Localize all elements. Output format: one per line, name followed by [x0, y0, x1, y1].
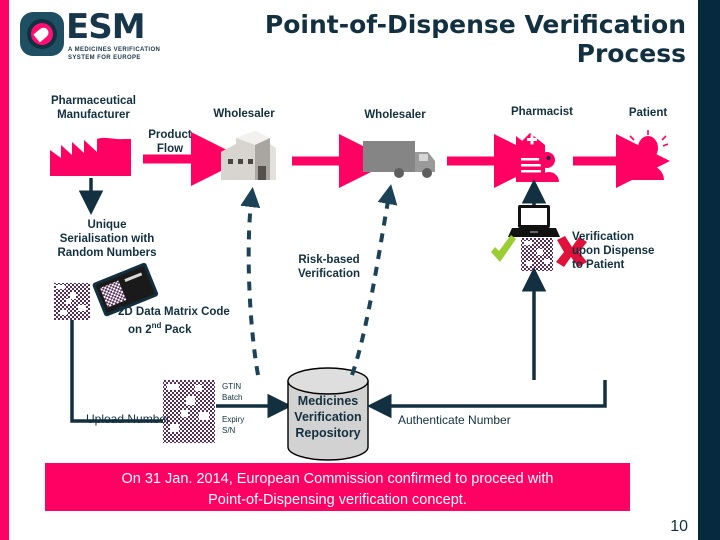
page-number: 10	[670, 518, 688, 535]
datamatrix-caption-post: Pack	[161, 323, 192, 336]
datamatrix-caption-line1: 2D Data Matrix Code	[118, 306, 230, 318]
right-accent-bar	[698, 0, 720, 540]
code-field-gtin: GTIN	[222, 382, 242, 391]
banner-line-2: Point-of-Dispensing verification concept…	[208, 492, 467, 508]
banner-line-1: On 31 Jan. 2014, European Commission con…	[121, 471, 554, 487]
actor-label-pharmacist: Pharmacist	[510, 106, 573, 118]
risk-based-verification-lines	[240, 184, 398, 376]
code-field-sn: S/N	[222, 426, 236, 435]
database-cylinder-icon	[287, 367, 369, 461]
authenticate-number-path	[367, 380, 607, 419]
repository-label: Medicines Verification Repository	[294, 394, 362, 440]
logo-tagline: A MEDICINES VERIFICATION SYSTEM FOR EURO…	[68, 47, 161, 61]
datamatrix-caption: 2D Data Matrix Code on 2nd Pack	[118, 305, 280, 337]
cross-mark-icon	[556, 236, 587, 267]
datamatrix-caption-sup: nd	[151, 321, 162, 330]
datamatrix-icon-left	[54, 283, 90, 320]
serialisation-label: Unique Serialisation with Random Numbers	[57, 219, 157, 259]
left-accent-bar	[0, 0, 9, 540]
esm-pill-logo-icon	[18, 10, 66, 58]
laptop-icon	[508, 205, 560, 237]
announcement-banner: On 31 Jan. 2014, European Commission con…	[45, 463, 630, 511]
actor-label-wholesaler-2: Wholesaler	[364, 109, 426, 121]
factory-icon	[50, 137, 131, 176]
product-flow-label: Product Flow	[148, 129, 192, 155]
truck-icon	[363, 141, 435, 178]
pack-datamatrix-icon	[92, 262, 159, 317]
warehouse-icon	[221, 131, 276, 180]
patient-icon	[627, 130, 669, 180]
actor-label-wholesaler-1: Wholesaler	[213, 108, 275, 120]
page-title: Point-of-Dispense Verification Process	[264, 10, 686, 68]
code-field-batch: Batch	[222, 393, 243, 402]
datamatrix-icon-bottom	[163, 380, 215, 443]
verification-on-dispense-label: Verification upon Dispense to Patient	[572, 231, 655, 271]
datamatrix-icon-pharmacy	[521, 238, 553, 271]
authenticate-number-label: Authenticate Number	[398, 413, 511, 427]
logo-wordmark: ESM	[66, 7, 146, 47]
actor-label-manufacturer: Pharmaceutical Manufacturer	[50, 95, 136, 121]
esm-logo: ESM A MEDICINES VERIFICATION SYSTEM FOR …	[18, 8, 194, 66]
pharmacy-icon	[516, 133, 559, 182]
upload-number-label: Upload Number	[86, 412, 171, 426]
datamatrix-caption-pre: on 2	[128, 323, 152, 336]
actor-label-patient: Patient	[628, 107, 668, 119]
risk-based-verification-label: Risk-based Verification	[298, 254, 360, 280]
check-mark-icon	[491, 235, 516, 262]
code-field-expiry: Expiry	[222, 415, 245, 424]
